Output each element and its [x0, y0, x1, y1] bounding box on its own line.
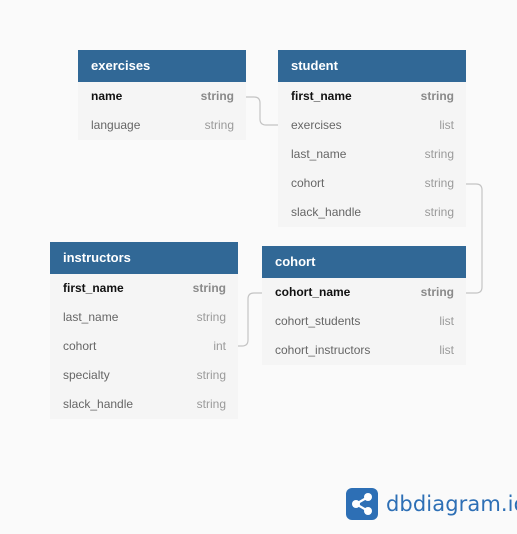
field-row[interactable]: cohort string [278, 169, 466, 198]
field-row[interactable]: first_name string [50, 274, 238, 303]
field-type: int [213, 339, 226, 353]
field-name: slack_handle [63, 397, 134, 411]
relation-instructors-cohort [238, 292, 262, 347]
field-type: list [439, 314, 454, 328]
field-type: string [424, 176, 454, 190]
field-type: string [204, 118, 234, 132]
field-name: language [91, 118, 141, 132]
relation-exercises-student [246, 96, 278, 126]
field-row[interactable]: slack_handle string [50, 390, 238, 419]
field-type: string [420, 89, 454, 103]
table-header[interactable]: cohort [262, 246, 466, 278]
relation-student-cohort [466, 183, 483, 294]
field-type: string [196, 368, 226, 382]
field-type: list [439, 118, 454, 132]
field-name: exercises [291, 118, 342, 132]
field-type: string [196, 397, 226, 411]
field-type: string [420, 285, 454, 299]
field-row[interactable]: first_name string [278, 82, 466, 111]
field-row[interactable]: slack_handle string [278, 198, 466, 227]
field-name: cohort_instructors [275, 343, 371, 357]
field-row[interactable]: last_name string [278, 140, 466, 169]
field-name: cohort [291, 176, 325, 190]
brand-logo[interactable]: dbdiagram.io [346, 488, 517, 520]
brand-name: dbdiagram.io [386, 492, 517, 516]
field-row[interactable]: cohort_instructors list [262, 336, 466, 365]
field-row[interactable]: language string [78, 111, 246, 140]
field-name: specialty [63, 368, 110, 382]
table-header[interactable]: exercises [78, 50, 246, 82]
field-name: first_name [63, 281, 124, 295]
field-name: last_name [63, 310, 119, 324]
field-name: last_name [291, 147, 347, 161]
table-exercises[interactable]: exercises name string language string [78, 50, 246, 140]
field-row[interactable]: cohort_students list [262, 307, 466, 336]
field-name: cohort_name [275, 285, 351, 299]
field-row[interactable]: cohort_name string [262, 278, 466, 307]
field-name: first_name [291, 89, 352, 103]
table-header[interactable]: instructors [50, 242, 238, 274]
table-cohort[interactable]: cohort cohort_name string cohort_student… [262, 246, 466, 365]
field-row[interactable]: exercises list [278, 111, 466, 140]
field-name: name [91, 89, 123, 103]
field-type: string [424, 147, 454, 161]
field-row[interactable]: specialty string [50, 361, 238, 390]
field-row[interactable]: cohort int [50, 332, 238, 361]
field-row[interactable]: name string [78, 82, 246, 111]
field-name: slack_handle [291, 205, 362, 219]
field-type: string [200, 89, 234, 103]
field-type: string [196, 310, 226, 324]
table-instructors[interactable]: instructors first_name string last_name … [50, 242, 238, 419]
field-type: string [424, 205, 454, 219]
share-nodes-icon [346, 488, 378, 520]
field-row[interactable]: last_name string [50, 303, 238, 332]
field-type: string [192, 281, 226, 295]
table-header[interactable]: student [278, 50, 466, 82]
field-name: cohort_students [275, 314, 361, 328]
table-student[interactable]: student first_name string exercises list… [278, 50, 466, 227]
field-name: cohort [63, 339, 97, 353]
field-type: list [439, 343, 454, 357]
